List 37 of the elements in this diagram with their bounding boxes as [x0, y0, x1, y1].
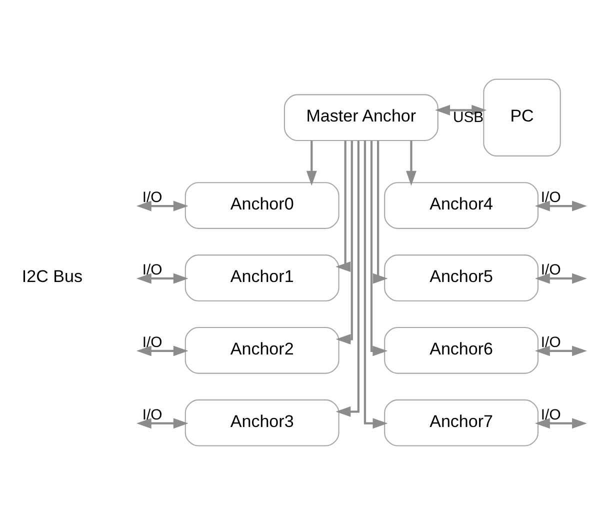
node-box: Anchor5 [384, 254, 539, 302]
node-box: Anchor2 [184, 326, 340, 374]
arrow [136, 346, 188, 356]
edge-label: I/O [540, 407, 561, 424]
arrow [136, 200, 188, 212]
arrow [136, 273, 188, 284]
arrow [336, 140, 351, 272]
node-box: Anchor1 [184, 254, 340, 302]
arrow [364, 140, 388, 429]
arrow [372, 140, 388, 284]
label: I2C Bus [22, 266, 83, 286]
node-box: PC [483, 78, 561, 156]
node-box: Master Anchor [284, 94, 438, 142]
edge-label: I/O [142, 334, 162, 351]
edge-label: I/O [540, 190, 561, 206]
edge-label: I/O [142, 262, 162, 278]
arrow [306, 140, 317, 186]
arrow [534, 273, 587, 284]
arrow [534, 346, 587, 356]
arrow [435, 104, 487, 116]
edge-label: USB [452, 110, 484, 126]
arrow [336, 140, 353, 344]
arrow [370, 140, 388, 356]
edge-label: I/O [540, 334, 561, 351]
node-box: Anchor0 [184, 182, 340, 229]
node-box: Anchor4 [384, 182, 539, 229]
arrow [406, 140, 416, 186]
edge-label: I/O [540, 262, 561, 278]
edge-label: I/O [142, 407, 162, 424]
node-box: Anchor3 [184, 399, 340, 446]
arrow [534, 200, 587, 212]
edge-label: I/O [142, 190, 162, 206]
arrow [534, 418, 587, 429]
arrow [336, 140, 360, 417]
node-box: Anchor6 [384, 326, 539, 374]
node-box: Anchor7 [384, 399, 539, 446]
arrow [136, 418, 188, 429]
